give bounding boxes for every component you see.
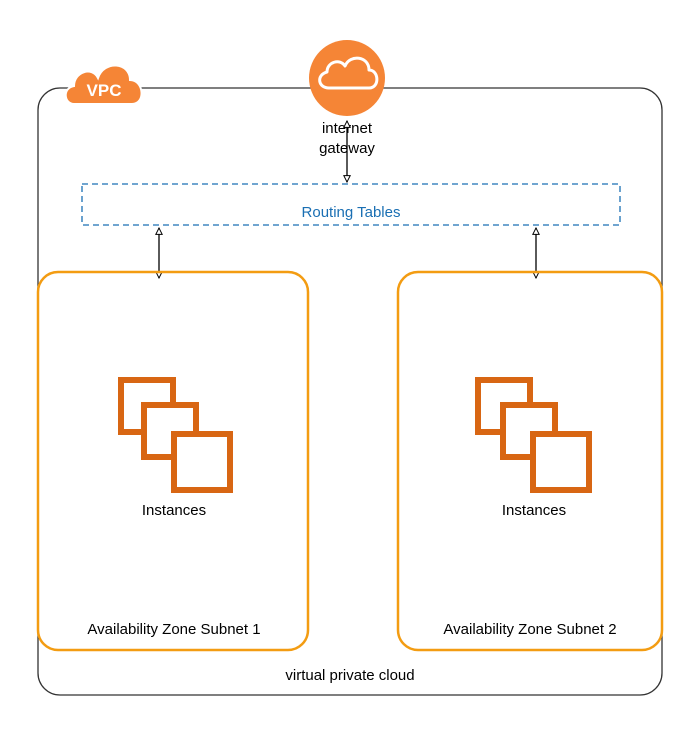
subnet-1-instances-label: Instances: [142, 502, 206, 519]
subnet-2-box: [396, 270, 664, 652]
subnet-1-name: Availability Zone Subnet 1: [87, 621, 260, 638]
cloud-icon: [64, 64, 143, 105]
routing-tables: Routing Tables: [81, 183, 621, 226]
vpc-caption: virtual private cloud: [285, 667, 414, 684]
subnet-2: Instances Availability Zone Subnet 2: [396, 270, 664, 652]
routing-tables-label: Routing Tables: [302, 204, 401, 221]
vpc-badge: VPC: [64, 64, 143, 105]
subnet-2-instances-label: Instances: [502, 502, 566, 519]
cloud-icon: [318, 56, 379, 90]
instances-icon: [475, 377, 592, 493]
instances-icon: [118, 377, 233, 493]
subnet-1: Instances Availability Zone Subnet 1: [36, 270, 310, 652]
subnet-1-box: [36, 270, 310, 652]
vpc-badge-label: VPC: [87, 81, 122, 100]
subnet-2-name: Availability Zone Subnet 2: [443, 621, 616, 638]
gateway-circle: [309, 40, 385, 116]
